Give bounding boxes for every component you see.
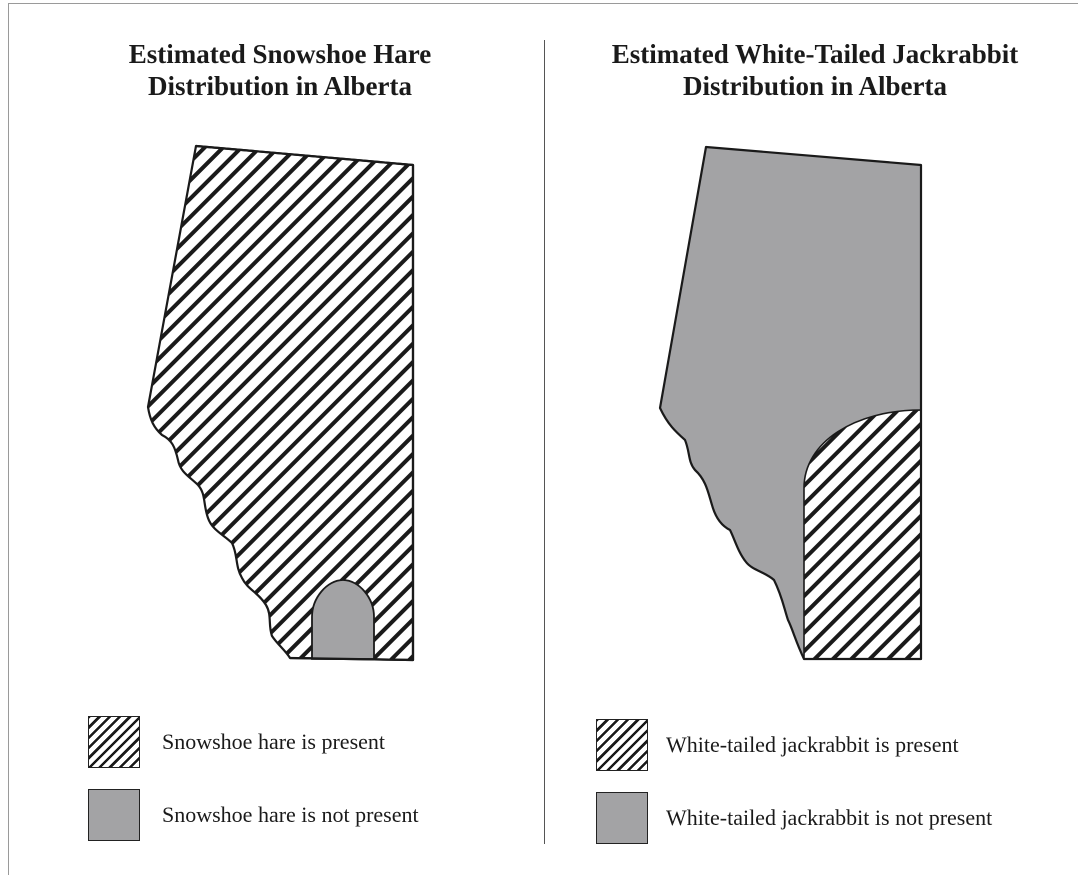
jackrabbit-map xyxy=(658,145,923,661)
jackrabbit-present-region xyxy=(803,409,921,659)
left-legend-absent-label: Snowshoe hare is not present xyxy=(162,802,419,827)
right-legend-absent-label: White-tailed jackrabbit is not present xyxy=(666,805,993,830)
hatch-swatch-icon xyxy=(596,719,648,771)
snowshoe-present-region xyxy=(146,144,415,662)
left-legend-present-label: Snowshoe hare is present xyxy=(162,729,386,754)
right-panel-title: Estimated White-Tailed Jackrabbit Distri… xyxy=(555,38,1075,102)
gray-swatch-icon xyxy=(596,792,648,844)
left-legend-present: Snowshoe hare is present xyxy=(88,716,385,768)
snowshoe-absent-region xyxy=(311,579,375,660)
left-panel-title: Estimated Snowshoe Hare Distribution in … xyxy=(40,38,520,102)
left-legend-absent: Snowshoe hare is not present xyxy=(88,789,419,841)
right-legend-absent: White-tailed jackrabbit is not present xyxy=(596,792,992,844)
right-legend-present: White-tailed jackrabbit is present xyxy=(596,719,959,771)
right-title-line-2: Distribution in Alberta xyxy=(682,71,948,101)
figure-frame xyxy=(8,3,1078,875)
right-legend-present-label: White-tailed jackrabbit is present xyxy=(666,732,959,757)
gray-swatch-icon xyxy=(88,789,140,841)
right-title-line-1: Estimated White-Tailed Jackrabbit xyxy=(611,39,1019,69)
hatch-swatch-icon xyxy=(88,716,140,768)
left-title-line-1: Estimated Snowshoe Hare xyxy=(128,39,432,69)
panel-divider xyxy=(544,40,545,844)
jackrabbit-province-outline xyxy=(658,145,923,661)
left-title-line-2: Distribution in Alberta xyxy=(147,71,413,101)
snowshoe-hare-map xyxy=(146,144,415,662)
snowshoe-province-outline xyxy=(195,144,415,662)
